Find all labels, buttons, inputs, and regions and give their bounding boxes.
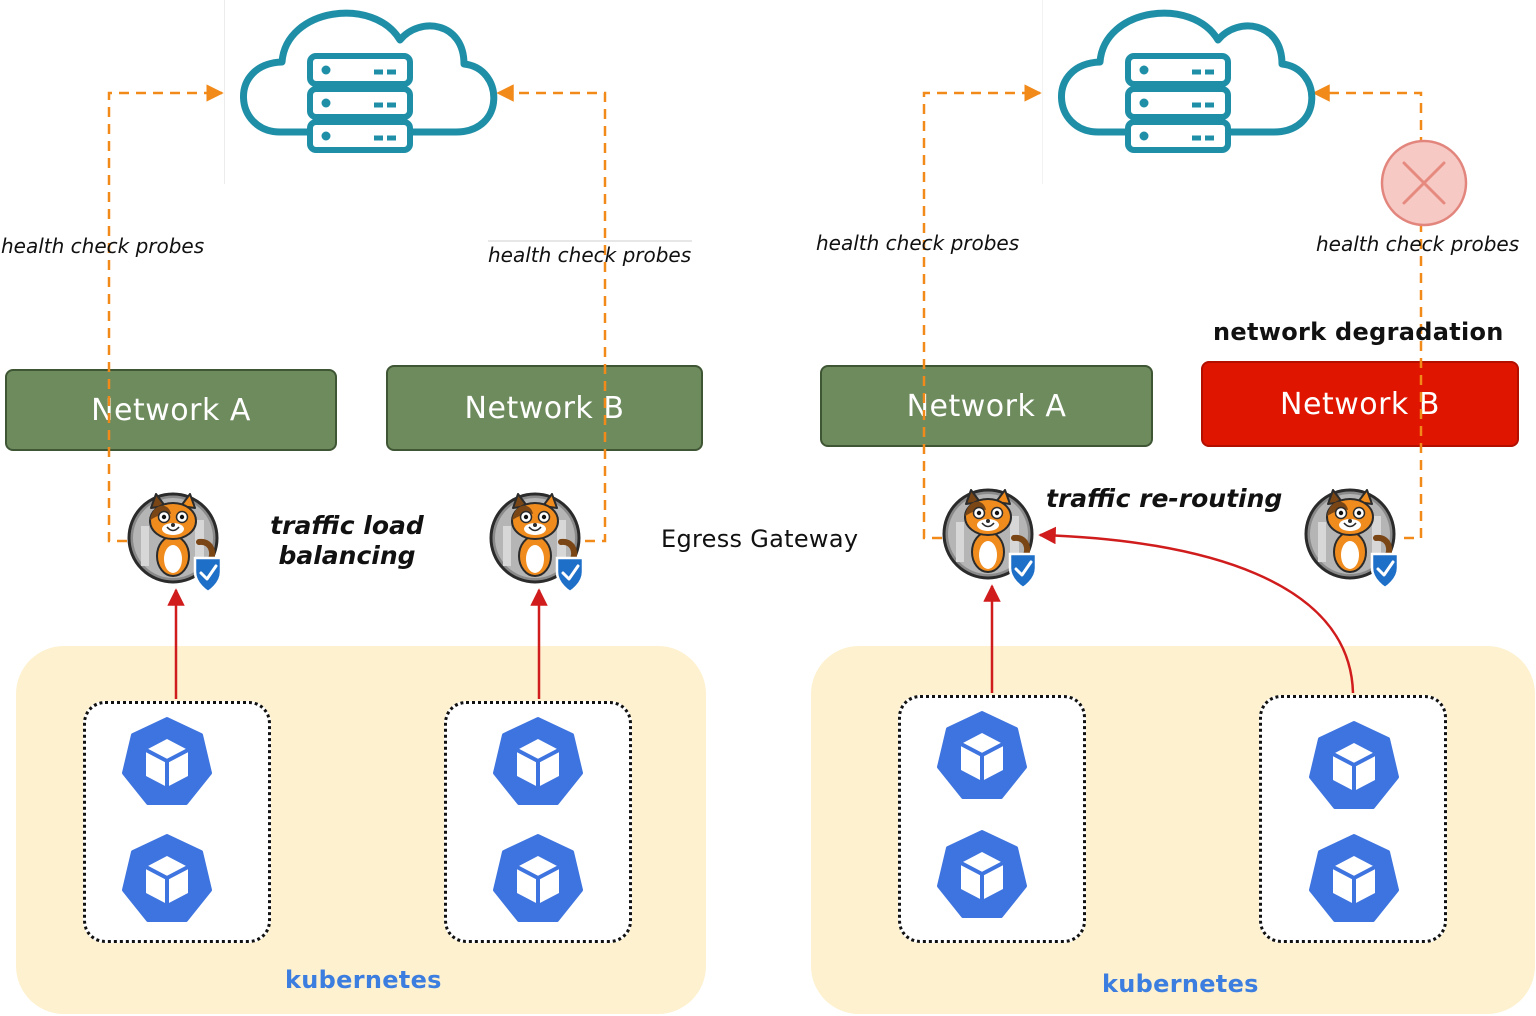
cat-mascot-shield-icon: [129, 494, 221, 592]
traffic-load-balancing-label: traffic load balancing: [258, 511, 436, 571]
network-b-right-degraded: Network B: [1201, 361, 1519, 447]
kubernetes-cube-icon: [493, 717, 583, 805]
probe-path-right-a: [922, 84, 1042, 540]
x-circle-icon: [1380, 139, 1468, 227]
traffic-label-line1: traffic load: [270, 511, 424, 540]
kubernetes-cube-icon: [1309, 721, 1399, 809]
kubernetes-cube-icon: [1309, 834, 1399, 922]
egress-gateway-label: Egress Gateway: [661, 525, 859, 553]
cat-mascot-shield-icon: [1306, 490, 1398, 588]
kubernetes-cube-icon: [122, 834, 212, 922]
cloud-server-icon: [1061, 13, 1311, 150]
traffic-label-line2: balancing: [278, 541, 416, 570]
probe-label-left-a: health check probes: [1, 234, 205, 258]
kubernetes-cube-icon: [122, 717, 212, 805]
kubernetes-cube-icon: [937, 830, 1027, 918]
network-a-right: Network A: [820, 365, 1153, 447]
traffic-arrow-reroute: [1038, 526, 1355, 694]
kubernetes-label-left: kubernetes: [285, 966, 442, 994]
network-a-left: Network A: [5, 369, 337, 451]
cloud-server-icon: [243, 13, 493, 150]
traffic-rerouting-label: traffic re-routing: [1046, 484, 1283, 513]
probe-label-left-b: health check probes: [488, 243, 692, 267]
probe-path-left-b: [496, 84, 607, 543]
probe-path-left-a: [107, 84, 224, 543]
probe-label-right-b: health check probes: [1316, 232, 1520, 256]
probe-path-right-b: [1312, 84, 1423, 540]
cat-mascot-shield-icon: [491, 494, 583, 592]
network-b-left: Network B: [386, 365, 703, 451]
probe-label-right-a: health check probes: [816, 231, 1020, 255]
kubernetes-cube-icon: [493, 834, 583, 922]
kubernetes-label-right: kubernetes: [1102, 970, 1259, 998]
kubernetes-cube-icon: [937, 711, 1027, 799]
network-degradation-label: network degradation: [1213, 318, 1504, 346]
cat-mascot-shield-icon: [944, 490, 1036, 588]
